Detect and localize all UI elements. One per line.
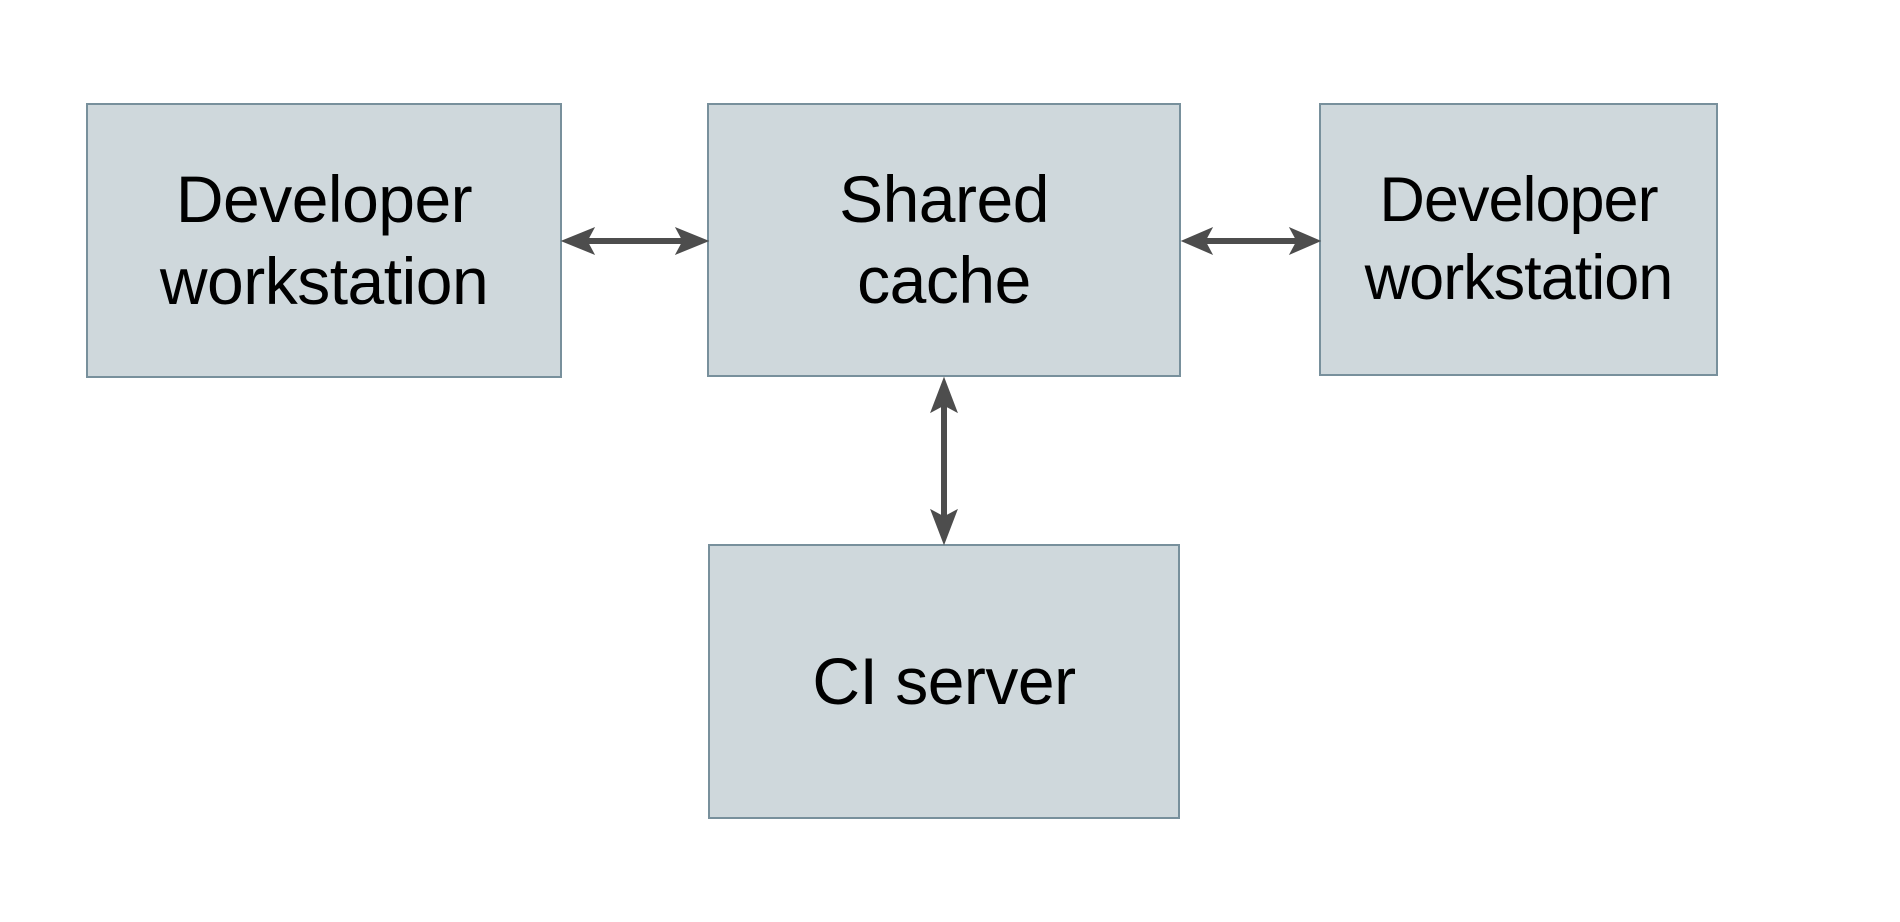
edge-shared-cache-to-ci-server [930, 376, 958, 546]
node-label: CI server [812, 643, 1076, 718]
node-label: Developer workstation [159, 162, 489, 318]
edge-developer-left-to-shared-cache [560, 227, 710, 255]
node-developer-workstation-left[interactable]: Developer workstation [86, 103, 562, 378]
node-ci-server[interactable]: CI server [708, 544, 1180, 819]
node-label: Shared cache [839, 161, 1049, 317]
node-label: Developer workstation [1364, 165, 1674, 313]
node-shared-cache[interactable]: Shared cache [707, 103, 1181, 377]
node-developer-workstation-right[interactable]: Developer workstation [1319, 103, 1718, 376]
edge-shared-cache-to-developer-right [1180, 226, 1322, 256]
